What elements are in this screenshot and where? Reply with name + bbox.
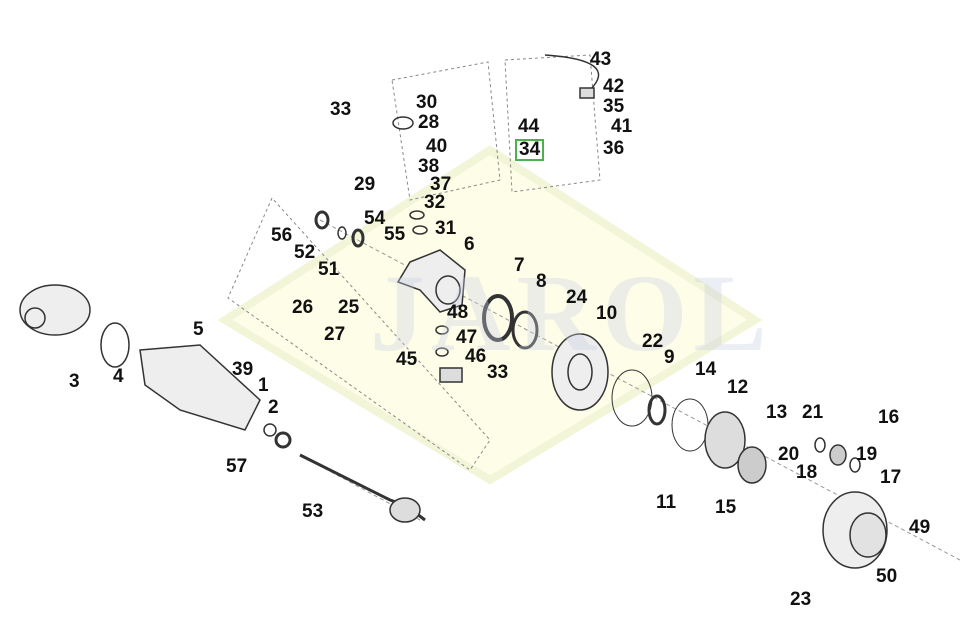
callout-label: 10: [596, 303, 618, 324]
callout-label: 18: [796, 462, 818, 483]
callout-label: 8: [536, 271, 547, 292]
callout-label: 56: [271, 225, 293, 246]
parts: [19, 54, 888, 569]
callout-label: 40: [426, 136, 448, 157]
callout-label: 43: [590, 49, 612, 70]
callout-label: 6: [464, 234, 475, 255]
callout-label: 39: [232, 359, 254, 380]
callout-label: 52: [294, 242, 316, 263]
callout-label: 20: [778, 444, 800, 465]
callout-label: 22: [642, 331, 664, 352]
callout-label: 7: [514, 255, 525, 276]
callout-label: 17: [880, 467, 902, 488]
callout-label: 9: [664, 347, 675, 368]
callout-label: 12: [727, 377, 749, 398]
callout-label: 37: [430, 174, 452, 195]
callout-label: 36: [603, 138, 625, 159]
watermark-diamond: [217, 145, 763, 485]
callout-label: 1: [258, 375, 269, 396]
callout-label: 44: [518, 116, 540, 137]
callout-label: 11: [656, 492, 677, 513]
callout-label: 41: [611, 116, 633, 137]
callout-label: 19: [856, 444, 878, 465]
callout-label: 16: [878, 407, 900, 428]
callout-label: 38: [418, 156, 440, 177]
callout-label: 14: [695, 359, 717, 380]
callout-label: 30: [416, 92, 438, 113]
callout-label: 57: [226, 456, 248, 477]
callout-label: 45: [396, 349, 418, 370]
callout-label: 47: [456, 327, 478, 348]
callout-label: 35: [603, 96, 625, 117]
callout-label: 28: [418, 112, 440, 133]
callout-label: 23: [790, 589, 812, 610]
callout-label: 24: [566, 287, 588, 308]
callout-label: 29: [354, 174, 376, 195]
callout-label: 27: [324, 324, 346, 345]
callout-label: 33: [487, 362, 509, 383]
callout-label: 13: [766, 402, 788, 423]
callout-label: 31: [435, 218, 457, 239]
callout-label: 26: [292, 297, 314, 318]
callout-label: 48: [447, 302, 469, 323]
callout-label: 53: [302, 501, 324, 522]
callout-label-highlighted[interactable]: 34: [515, 139, 545, 161]
callout-label: 54: [364, 208, 386, 229]
callout-label: 51: [318, 259, 340, 280]
callout-label: 5: [193, 319, 204, 340]
callout-label: 50: [876, 566, 898, 587]
callout-label: 33: [330, 99, 352, 120]
callout-label: 15: [715, 497, 737, 518]
callout-label: 21: [802, 402, 824, 423]
callout-label: 46: [465, 346, 487, 367]
callout-label: 2: [268, 397, 279, 418]
callout-label: 4: [113, 366, 124, 387]
callout-label: 42: [603, 76, 625, 97]
callout-label: 32: [424, 192, 446, 213]
callout-label: 49: [909, 517, 931, 538]
callout-label: 55: [384, 224, 406, 245]
callout-label: 3: [69, 371, 80, 392]
watermark: JAROL: [370, 252, 773, 374]
callout-label: 25: [338, 297, 360, 318]
